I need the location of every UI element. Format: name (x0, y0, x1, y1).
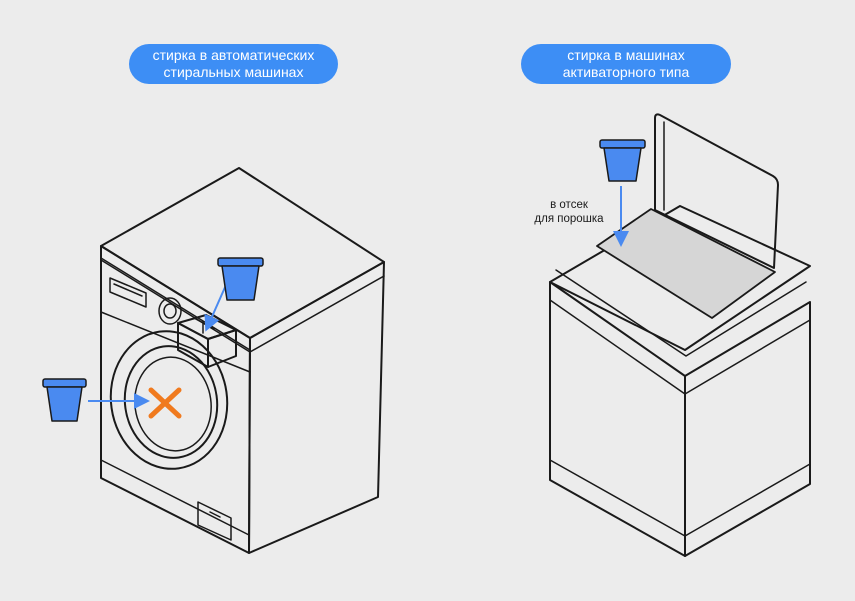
detergent-capsule-icon-top-loader (599, 139, 646, 182)
front-loader-drawer-slot (109, 277, 147, 308)
cross-mark-icon (148, 387, 182, 419)
arrow-down-icon (204, 284, 227, 332)
front-loader-title-line-2: стиральных машинах (163, 64, 304, 80)
front-loader-filter-hatch (197, 501, 232, 541)
top-loader-side (684, 301, 811, 557)
front-loader-title-line-1: стирка в автоматических (152, 47, 315, 63)
top-loading-machine (549, 113, 811, 557)
top-loader-lid (654, 113, 779, 269)
front-loader-top (100, 167, 385, 339)
front-loader-knob (158, 297, 182, 325)
compartment-caption: в отсек для порошка (528, 198, 610, 226)
top-loader-front (549, 281, 686, 557)
compartment-caption-line-1: в отсек (550, 199, 588, 211)
top-loader-title-line-1: стирка в машинах (567, 47, 685, 63)
detergent-capsule-icon-drawer (217, 257, 264, 301)
front-loader-side (248, 261, 385, 554)
top-loader-title: стирка в машинах активаторного типа (521, 44, 731, 84)
top-loader-powder-compartment (596, 208, 776, 319)
front-loader-door (109, 330, 229, 470)
detergent-capsule-icon (42, 378, 87, 422)
compartment-caption-line-2: для порошка (534, 213, 604, 225)
top-loader-title-line-2: активаторного типа (562, 64, 690, 80)
front-loading-machine (42, 167, 385, 554)
front-loader-title: стирка в автоматических стиральных машин… (129, 44, 338, 84)
